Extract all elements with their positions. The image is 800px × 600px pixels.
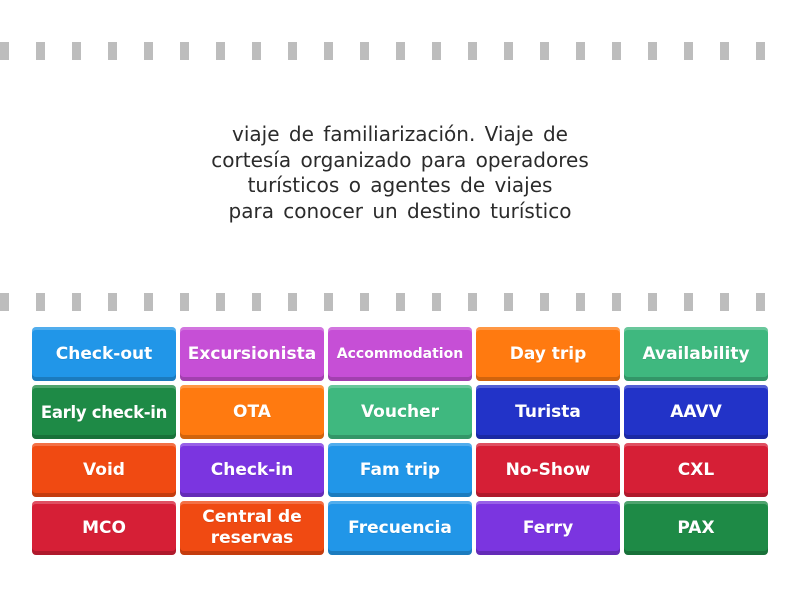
answer-tile-mco[interactable]: MCO [32,501,176,555]
tile-label: Early check-in [40,402,168,422]
tile-label: Day trip [509,343,587,364]
tile-label: Ferry [522,517,574,538]
tile-label: CXL [677,459,715,480]
answer-tile-accommodation[interactable]: Accommodation [328,327,472,381]
answer-tile-grid: Check-out Excursionista Accommodation Da… [32,327,768,555]
answer-tile-no-show[interactable]: No-Show [476,443,620,497]
tile-label: Voucher [360,401,440,422]
tile-label: Check-out [55,343,153,364]
tile-label: Central de reservas [202,507,302,548]
tile-label: Frecuencia [348,517,452,538]
answer-tile-excursionista[interactable]: Excursionista [180,327,324,381]
answer-tile-cxl[interactable]: CXL [624,443,768,497]
answer-tile-frecuencia[interactable]: Frecuencia [328,501,472,555]
tile-label: Turista [515,401,581,422]
tile-label: MCO [82,517,126,538]
answer-tile-voucher[interactable]: Voucher [328,385,472,439]
top-dashed-divider [0,42,800,60]
tile-label: AAVV [670,401,722,422]
prompt-line: viaje de familiarización. Viaje de [232,122,568,146]
answer-tile-pax[interactable]: PAX [624,501,768,555]
tile-label: Availability [642,343,750,364]
prompt-line: cortesía organizado para operadores [211,147,589,172]
answer-tile-ota[interactable]: OTA [180,385,324,439]
prompt-line: turísticos o agentes de viajes [247,173,553,197]
tile-label: PAX [677,517,715,538]
answer-tile-central-de-reservas[interactable]: Central de reservas [180,501,324,555]
answer-tile-check-in[interactable]: Check-in [180,443,324,497]
answer-tile-availability[interactable]: Availability [624,327,768,381]
answer-tile-aavv[interactable]: AAVV [624,385,768,439]
answer-tile-ferry[interactable]: Ferry [476,501,620,555]
answer-tile-turista[interactable]: Turista [476,385,620,439]
tile-label: OTA [233,401,271,422]
answer-tile-fam-trip[interactable]: Fam trip [328,443,472,497]
answer-tile-check-out[interactable]: Check-out [32,327,176,381]
prompt-line: para conocer un destino turístico [228,198,572,223]
answer-tile-early-check-in[interactable]: Early check-in [32,385,176,439]
bottom-dashed-divider [0,293,800,311]
tile-label: No-Show [505,459,591,480]
tile-label: Check-in [210,459,294,480]
question-prompt: viaje de familiarización. Viaje de corte… [150,122,650,224]
tile-label: Excursionista [187,343,317,364]
answer-tile-day-trip[interactable]: Day trip [476,327,620,381]
tile-label: Fam trip [359,459,441,480]
answer-tile-void[interactable]: Void [32,443,176,497]
tile-label: Accommodation [336,345,464,362]
tile-label: Void [83,459,125,480]
